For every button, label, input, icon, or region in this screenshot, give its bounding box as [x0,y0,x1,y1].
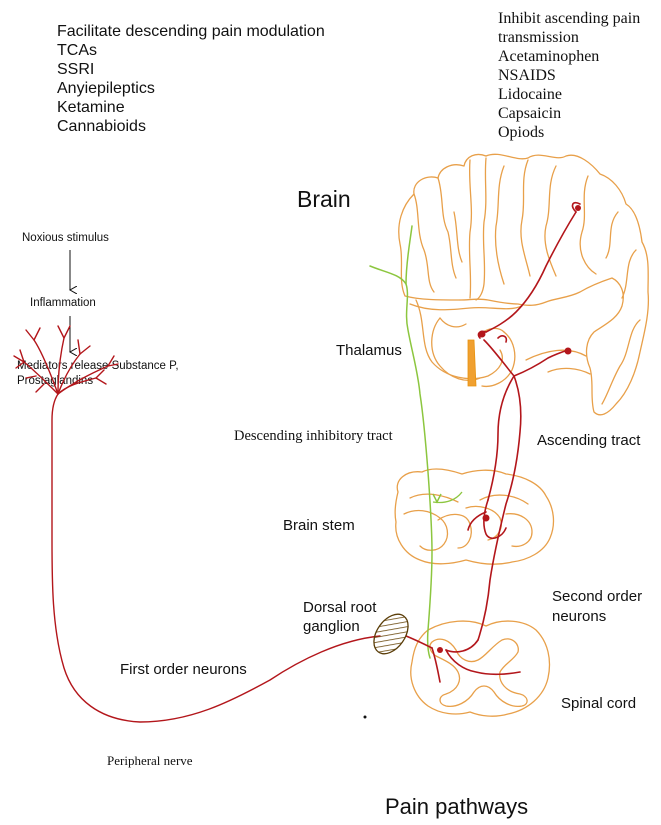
thalamus-midline-fill [468,340,476,386]
stray-dot [364,716,367,719]
brain-outline [399,154,649,415]
descending-tract-top-branch [406,226,412,284]
ascending-tract [406,203,580,682]
cortex-neuron-body-2 [565,348,572,355]
thalamus-neuron-body [479,331,486,338]
spinal-neuron-body [437,647,443,653]
cortex-neuron-body [575,205,581,211]
brainstem-outline [395,469,553,564]
brainstem-neuron-body [483,515,490,522]
first-order-neuron [14,326,380,722]
dorsal-root-ganglion [367,608,415,660]
